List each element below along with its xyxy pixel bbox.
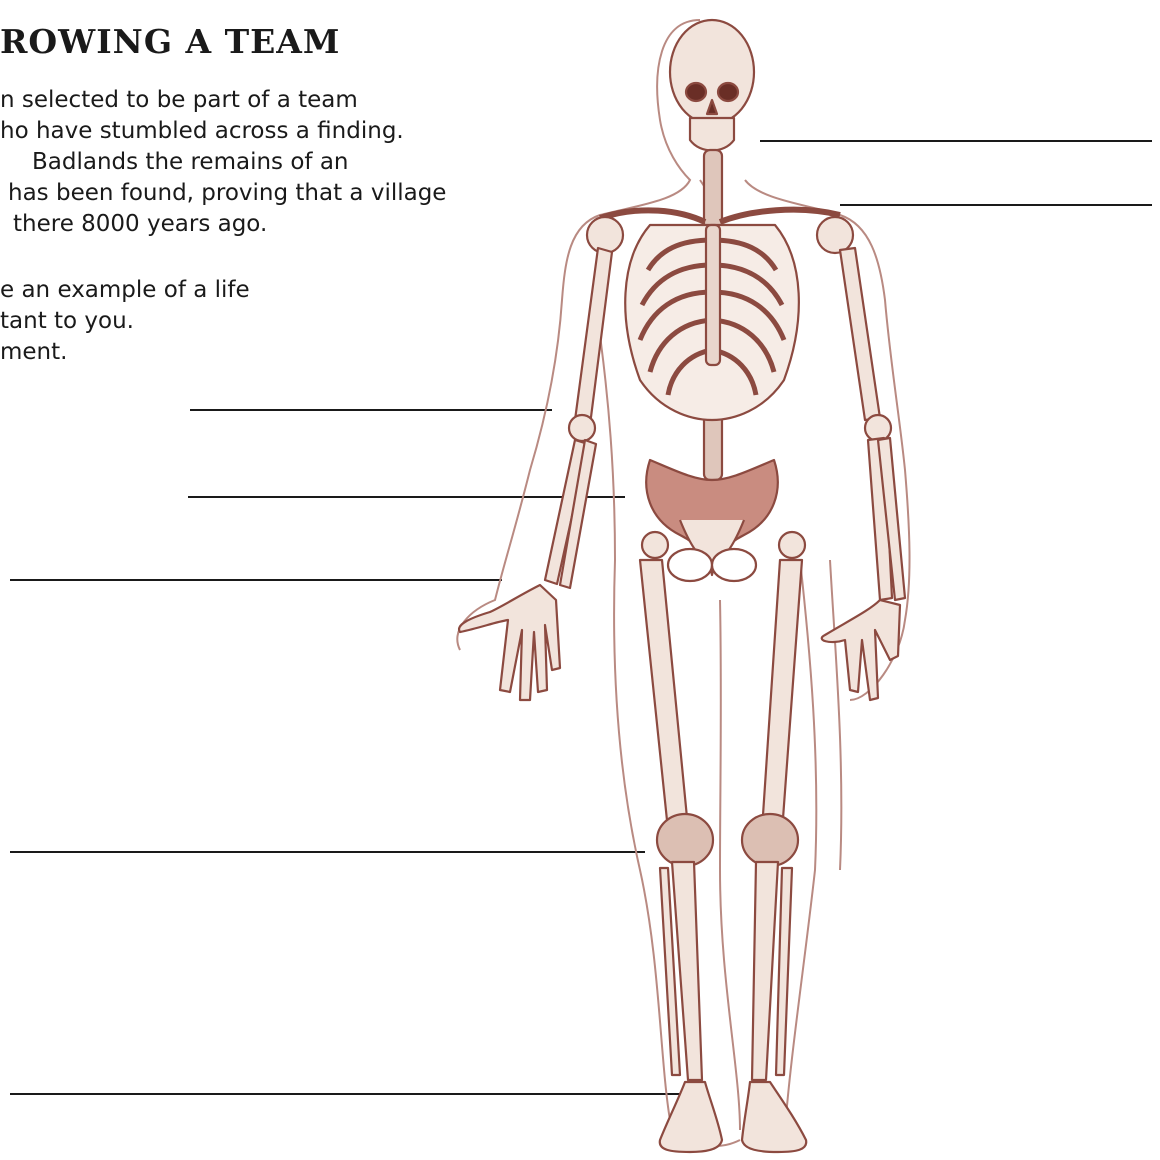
task-line: tant to you. <box>0 306 250 337</box>
intro-line: ho have stumbled across a finding. <box>0 116 446 147</box>
intro-line: has been found, proving that a village <box>0 178 446 209</box>
page-title: ROWING A TEAM <box>0 22 340 61</box>
task-line: e an example of a life <box>0 275 250 306</box>
task-paragraph: e an example of a life tant to you. ment… <box>0 275 250 368</box>
intro-line: Badlands the remains of an <box>0 147 446 178</box>
label-line-hand[interactable] <box>10 579 502 581</box>
task-line: ment. <box>0 337 250 368</box>
human-skeleton-illustration <box>440 0 920 1160</box>
intro-line: there 8000 years ago. <box>0 209 446 240</box>
intro-paragraph: n selected to be part of a team ho have … <box>0 85 446 240</box>
intro-line: n selected to be part of a team <box>0 85 446 116</box>
